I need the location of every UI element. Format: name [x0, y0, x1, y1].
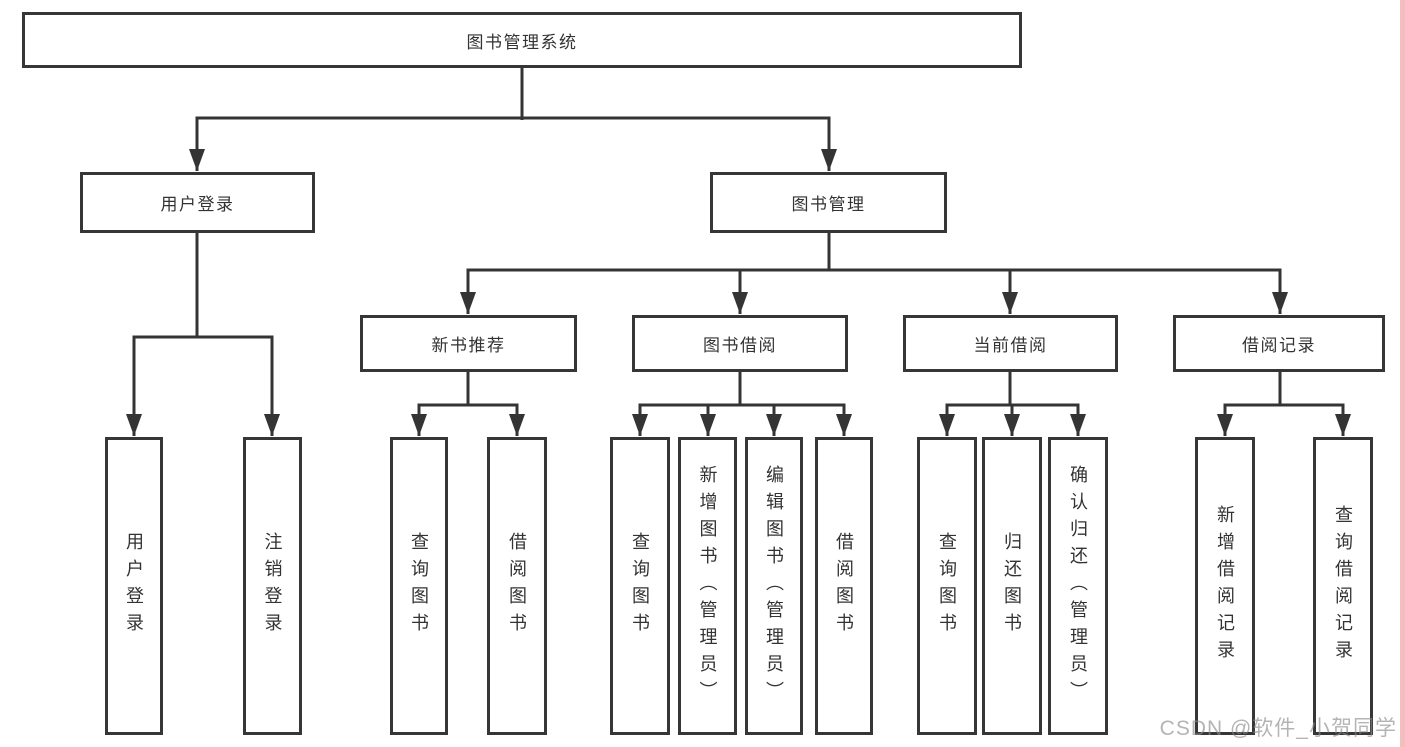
node-borrow-books-recommend: 借阅图书 — [487, 437, 547, 735]
node-label: 新增借阅记录 — [1215, 505, 1235, 667]
node-book-management: 图书管理 — [710, 172, 947, 233]
node-edit-books-admin: 编辑图书（管理员） — [745, 437, 803, 735]
node-query-books-borrowing: 查询图书 — [610, 437, 670, 735]
node-label: 图书管理系统 — [466, 32, 578, 52]
node-label: 查询图书 — [630, 532, 650, 640]
node-query-borrow-record: 查询借阅记录 — [1313, 437, 1373, 735]
connector-arrows — [126, 118, 1351, 436]
node-label: 确认归还（管理员） — [1068, 464, 1088, 708]
node-borrowing-records: 借阅记录 — [1173, 315, 1385, 372]
node-label: 用户登录 — [160, 195, 235, 214]
node-label: 当前借阅 — [973, 336, 1048, 355]
node-logout-action: 注销登录 — [243, 437, 302, 735]
node-book-borrowing: 图书借阅 — [632, 315, 848, 372]
node-label: 查询借阅记录 — [1333, 505, 1353, 667]
node-borrow-books-borrowing: 借阅图书 — [815, 437, 873, 735]
node-label: 归还图书 — [1002, 532, 1022, 640]
node-label: 查询图书 — [409, 532, 429, 640]
node-label: 注销登录 — [262, 532, 283, 640]
node-query-books-recommend: 查询图书 — [390, 437, 448, 735]
node-label: 借阅记录 — [1242, 336, 1316, 355]
node-label: 借阅图书 — [834, 532, 854, 640]
node-label: 新增图书（管理员） — [697, 464, 718, 708]
node-label: 借阅图书 — [507, 532, 527, 640]
node-current-borrowing: 当前借阅 — [903, 315, 1118, 372]
node-library-management-system: 图书管理系统 — [22, 12, 1022, 68]
node-user-login: 用户登录 — [80, 172, 315, 233]
node-add-books-admin: 新增图书（管理员） — [678, 437, 737, 735]
node-label: 图书管理 — [791, 195, 866, 214]
node-query-books-current: 查询图书 — [917, 437, 977, 735]
right-edge-artifact — [1400, 0, 1405, 747]
csdn-watermark: CSDN @软件_小贺同学 — [1159, 717, 1397, 740]
node-label: 查询图书 — [937, 532, 957, 640]
node-label: 新书推荐 — [431, 336, 506, 355]
node-add-borrow-record: 新增借阅记录 — [1195, 437, 1255, 735]
node-label: 用户登录 — [124, 532, 144, 640]
node-confirm-return-admin: 确认归还（管理员） — [1048, 437, 1108, 735]
node-label: 图书借阅 — [703, 336, 777, 355]
node-label: 编辑图书（管理员） — [764, 464, 784, 708]
node-return-books: 归还图书 — [982, 437, 1042, 735]
connector-trunks — [132, 68, 1345, 407]
node-new-book-recommend: 新书推荐 — [360, 315, 577, 372]
node-user-login-action: 用户登录 — [105, 437, 163, 735]
